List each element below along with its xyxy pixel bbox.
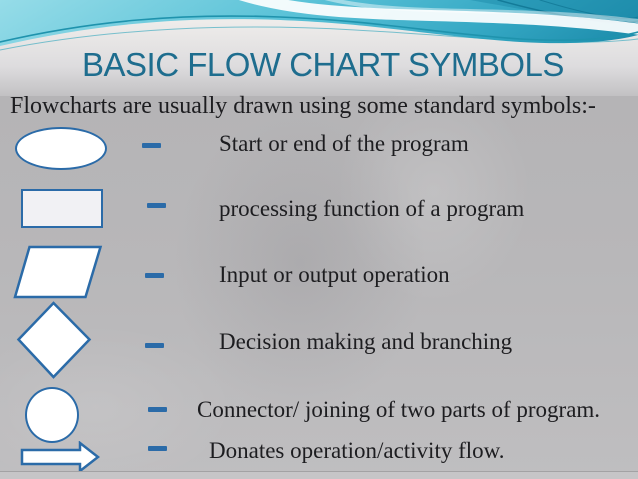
dash-separator: [147, 203, 166, 208]
oval-symbol: [15, 127, 107, 170]
row-label: Input or output operation: [219, 262, 450, 287]
row-label: processing function of a program: [219, 196, 525, 221]
header-wave-art: [0, 0, 638, 96]
row-label: Connector/ joining of two parts of progr…: [197, 397, 601, 422]
dash-separator: [142, 143, 161, 148]
page-title: BASIC FLOW CHART SYMBOLS: [82, 46, 564, 83]
rectangle-symbol: [21, 189, 103, 228]
row-label: Start or end of the program: [219, 131, 469, 156]
row-label: Donates operation/activity flow.: [209, 438, 505, 463]
row-label: Decision making and branching: [219, 329, 513, 354]
dash-separator: [145, 273, 164, 278]
dash-separator: [148, 446, 167, 451]
circle-symbol: [25, 387, 79, 443]
diamond-symbol: [16, 301, 92, 379]
subtitle: Flowcharts are usually drawn using some …: [10, 93, 596, 119]
dash-separator: [145, 343, 164, 348]
dash-separator: [148, 407, 167, 412]
bottom-edge-strip: [0, 471, 638, 479]
arrow-symbol: [20, 441, 100, 473]
parallelogram-symbol: [13, 245, 103, 299]
